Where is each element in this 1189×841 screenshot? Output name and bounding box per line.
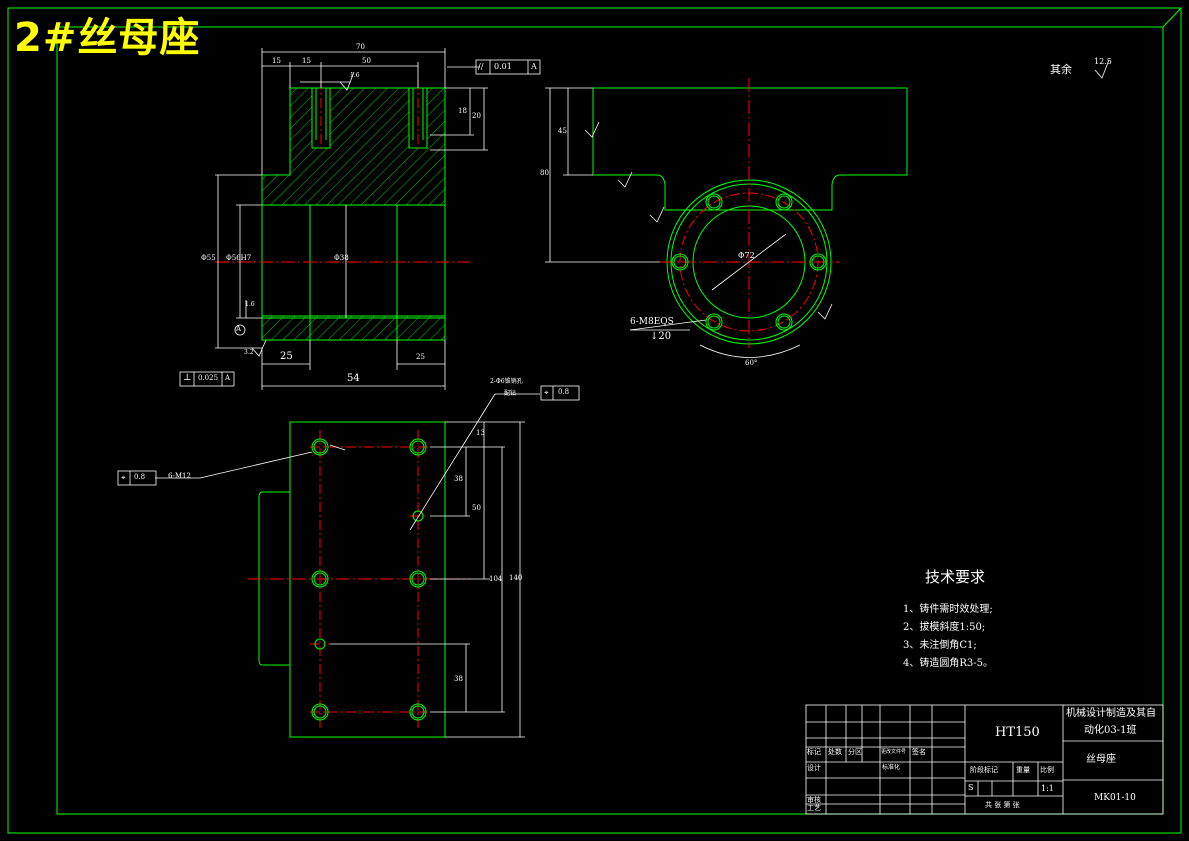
gdt-right-symbol: ⌖ xyxy=(544,388,549,397)
gdt-right-tol: 0.8 xyxy=(558,388,570,396)
tech-req-item: 2、拔模斜度1:50; xyxy=(903,622,986,633)
tb-row-label: 标记 xyxy=(807,748,821,756)
roughness-bore: 1.6 xyxy=(245,301,255,308)
dim-right-18: 18 xyxy=(458,107,467,115)
tb-sheets: 共 张 第 张 xyxy=(985,801,1020,809)
tech-req-title: 技术要求 xyxy=(925,568,986,586)
hole-depth: ↓20 xyxy=(650,331,672,342)
gdt-left-symbol: ⌖ xyxy=(121,473,126,482)
roughness-bottom: 3.2 xyxy=(244,349,254,356)
tb-check: 审核 xyxy=(807,796,821,804)
datum-a: A xyxy=(236,325,242,333)
roughness-other-label: 其余 xyxy=(1050,63,1072,76)
drawing-title: 2#丝母座 xyxy=(14,15,201,61)
tb-row-label: 签名 xyxy=(912,748,926,756)
tb-stage: 阶段标记 xyxy=(970,766,998,774)
tech-req-item: 4、铸造圆角R3-5。 xyxy=(903,658,993,669)
pin-note: 2-Φ6锥销孔 xyxy=(490,378,523,385)
tb-row-label: 分区 xyxy=(848,748,862,756)
gdt-perp-symbol: ⊥ xyxy=(183,373,192,383)
gdt-parallel-tol: 0.01 xyxy=(494,62,512,71)
dim-top-38a: 38 xyxy=(454,475,463,483)
roughness-other-value: 12.5 xyxy=(1094,57,1112,66)
dim-top-50: 50 xyxy=(472,504,481,512)
dim-top-70: 70 xyxy=(356,43,365,51)
tb-scale: 1:1 xyxy=(1041,784,1054,793)
tb-class: 动化03-1班 xyxy=(1084,725,1137,736)
inner-frame xyxy=(56,26,1164,815)
dim-top-50: 50 xyxy=(362,57,371,65)
dim-left-56h7: Φ56H7 xyxy=(226,254,252,262)
dim-top-104: 104 xyxy=(489,575,503,583)
roughness-top: 1.6 xyxy=(350,72,360,79)
dim-top-13: 13 xyxy=(476,429,485,437)
dim-left-55: Φ55 xyxy=(201,254,216,262)
dim-side-80: 80 xyxy=(540,169,549,177)
tb-weight: 重量 xyxy=(1016,766,1030,774)
tb-row-label: 处数 xyxy=(828,748,842,756)
tb-drawing-no: MK01-10 xyxy=(1094,793,1136,803)
dim-top-38b: 38 xyxy=(454,675,463,683)
hole-note-6m12: 6-M12 xyxy=(168,472,191,480)
pin-note-2: 配钻 xyxy=(504,390,517,397)
dim-bottom-54: 54 xyxy=(347,373,360,384)
dim-side-45: 45 xyxy=(558,127,567,135)
gdt-parallel-datum: A xyxy=(531,62,537,71)
title-block-grid xyxy=(805,704,1164,815)
dim-angle-60: 60° xyxy=(745,359,758,367)
tb-ratio: 比例 xyxy=(1040,766,1054,774)
tb-design: 设计 xyxy=(807,764,821,772)
tech-req-item: 3、未注倒角C1; xyxy=(903,640,977,651)
dim-pcd: Φ72 xyxy=(738,251,755,260)
tb-row-label: 更改文件号 xyxy=(881,749,907,755)
dim-bottom-25a: 25 xyxy=(280,351,293,362)
tb-part-name: 丝母座 xyxy=(1086,754,1116,765)
tech-req-item: 1、铸件需时效处理; xyxy=(903,604,993,615)
tb-std: 标准化 xyxy=(882,764,901,771)
gdt-parallel-symbol: // xyxy=(478,62,484,71)
hole-note-6m8: 6-M8EQS xyxy=(630,317,674,327)
gdt-perp-tol: 0.025 xyxy=(198,374,219,382)
tb-material: HT150 xyxy=(995,725,1040,740)
gdt-perp-datum: A xyxy=(225,374,231,382)
outer-frame xyxy=(7,7,1182,834)
dim-inner-38: Φ38 xyxy=(334,254,349,262)
front-section-view xyxy=(179,48,541,390)
dim-bottom-25b: 25 xyxy=(416,353,425,361)
dim-top-15b: 15 xyxy=(302,57,311,65)
gdt-left-tol: 0.8 xyxy=(134,473,146,481)
top-view xyxy=(117,385,580,738)
dim-right-20: 20 xyxy=(472,112,481,120)
dim-top-15a: 15 xyxy=(272,57,281,65)
tb-s-mark: S xyxy=(968,783,974,792)
tb-process: 工艺 xyxy=(807,804,821,812)
side-view xyxy=(545,59,1110,358)
dim-top-140: 140 xyxy=(509,574,523,582)
tb-school: 机械设计制造及其自 xyxy=(1066,708,1156,719)
